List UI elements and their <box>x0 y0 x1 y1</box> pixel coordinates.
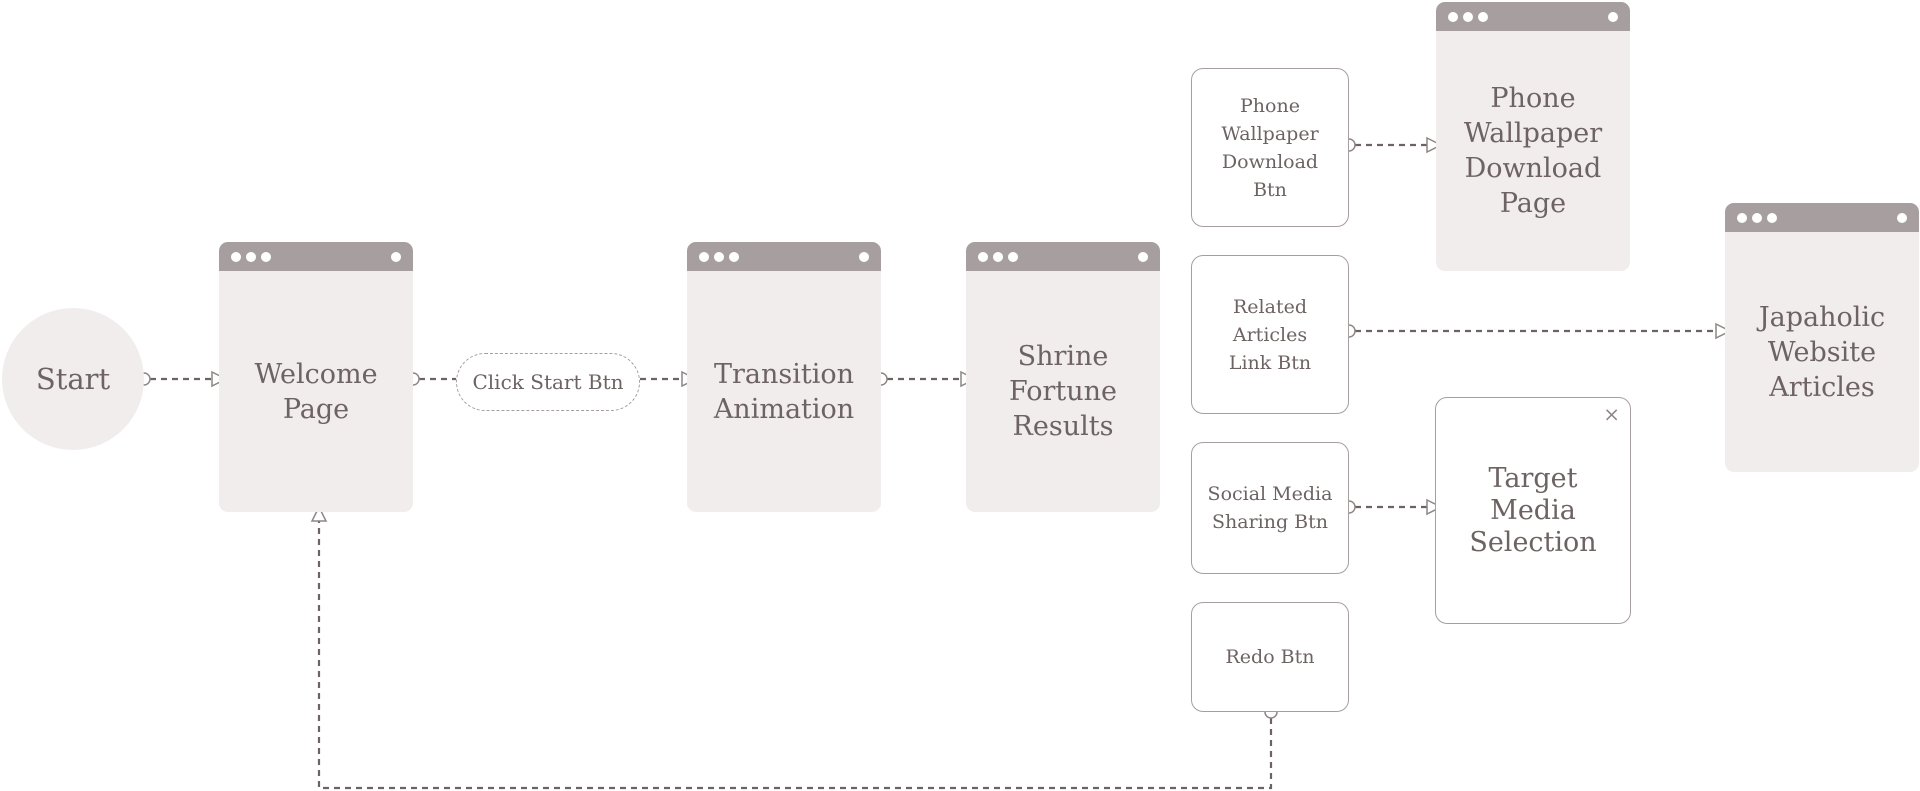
connector-redo-to-welcome <box>317 521 1273 790</box>
target-media-selection-label: Target Media Selection <box>1469 462 1597 558</box>
window-dot-icon <box>1463 12 1473 22</box>
window-dot-icon <box>993 252 1003 262</box>
target-media-selection-modal: × Target Media Selection <box>1435 397 1631 624</box>
welcome-page-label: Welcome Page <box>254 358 378 425</box>
window-dot-icon <box>1448 12 1458 22</box>
window-dot-icon <box>1752 213 1762 223</box>
window-dot-icon <box>729 252 739 262</box>
start-label: Start <box>35 362 111 396</box>
redo-btn-label: Redo Btn <box>1225 646 1315 668</box>
welcome-page-window: Welcome Page <box>219 242 413 512</box>
japaholic-articles-window: Japaholic Website Articles <box>1725 203 1919 472</box>
window-dot-icon <box>1138 252 1148 262</box>
redo-btn-node: Redo Btn <box>1191 602 1349 712</box>
window-titlebar <box>1725 203 1919 232</box>
window-dot-icon <box>1478 12 1488 22</box>
window-dot-icon <box>391 252 401 262</box>
window-dot-icon <box>859 252 869 262</box>
social-media-btn-label: Social Media Sharing Btn <box>1207 483 1333 533</box>
click-start-btn-node: Click Start Btn <box>456 353 640 411</box>
window-dot-icon <box>978 252 988 262</box>
phone-wallpaper-btn-node: Phone Wallpaper Download Btn <box>1191 68 1349 227</box>
window-dot-icon <box>1008 252 1018 262</box>
japaholic-articles-label: Japaholic Website Articles <box>1758 301 1886 403</box>
window-titlebar <box>687 242 881 271</box>
social-media-btn-node: Social Media Sharing Btn <box>1191 442 1349 574</box>
transition-animation-window: Transition Animation <box>687 242 881 512</box>
phone-wallpaper-page-window: Phone Wallpaper Download Page <box>1436 2 1630 271</box>
related-articles-btn-label: Related Articles Link Btn <box>1228 295 1312 374</box>
window-dot-icon <box>1767 213 1777 223</box>
window-dot-icon <box>1608 12 1618 22</box>
window-dot-icon <box>1897 213 1907 223</box>
window-dot-icon <box>246 252 256 262</box>
window-dot-icon <box>261 252 271 262</box>
transition-animation-label: Transition Animation <box>713 358 855 425</box>
window-dot-icon <box>714 252 724 262</box>
window-titlebar <box>219 242 413 271</box>
shrine-fortune-results-window: Shrine Fortune Results <box>966 242 1160 512</box>
related-articles-btn-node: Related Articles Link Btn <box>1191 255 1349 414</box>
window-dot-icon <box>231 252 241 262</box>
phone-wallpaper-page-label: Phone Wallpaper Download Page <box>1463 83 1603 219</box>
click-start-btn-label: Click Start Btn <box>472 370 624 394</box>
window-dot-icon <box>1737 213 1747 223</box>
phone-wallpaper-btn-label: Phone Wallpaper Download Btn <box>1221 94 1319 201</box>
shrine-fortune-results-label: Shrine Fortune Results <box>1008 341 1118 442</box>
close-icon: × <box>1603 402 1620 426</box>
window-dot-icon <box>699 252 709 262</box>
start-node: Start <box>2 308 144 450</box>
window-titlebar <box>1436 2 1630 31</box>
window-titlebar <box>966 242 1160 271</box>
